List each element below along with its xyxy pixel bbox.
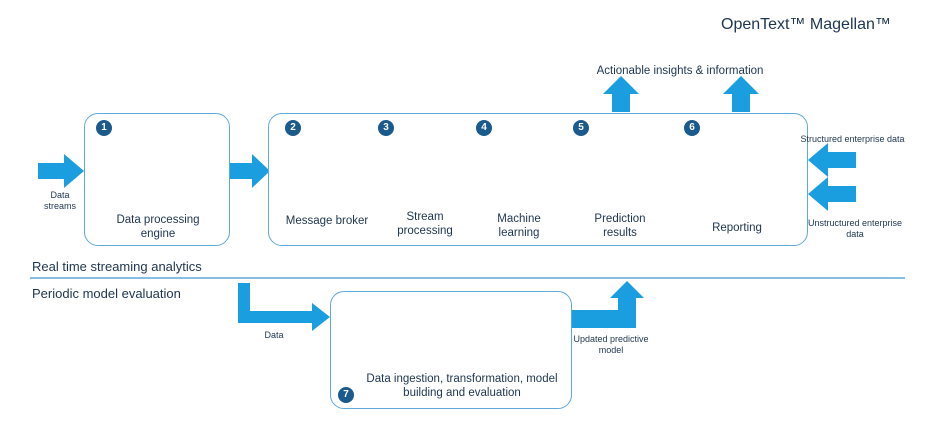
step-label-data-processing-engine: Data processing engine: [116, 214, 200, 240]
step-badge: 5: [573, 120, 589, 136]
step-label-message-broker: Message broker: [285, 215, 369, 227]
step-label-prediction-results: Prediction results: [594, 213, 646, 239]
periodic-section-label: Periodic model evaluation: [32, 286, 181, 301]
actionable-insights-label: Actionable insights & information: [596, 65, 764, 77]
step-badge: 4: [476, 120, 492, 136]
step-label-stream-processing: Stream processing: [397, 211, 453, 237]
data-label: Data: [264, 330, 284, 340]
unstructured-data-arrow: [808, 177, 856, 211]
step-badge: 3: [378, 120, 394, 136]
insights-arrow-right: [723, 76, 759, 112]
unstructured-data-label: Unstructured enterprise data: [807, 218, 903, 239]
updated-model-label: Updated predictive model: [573, 334, 649, 355]
step-label-machine-learning: Machine learning: [497, 213, 541, 239]
brand-title: OpenText™ Magellan™: [721, 16, 891, 33]
data-processing-engine-box: [84, 113, 230, 246]
engine-to-broker-arrow: [230, 154, 270, 188]
insights-arrow-left: [603, 76, 639, 112]
data-streams-label: Data streams: [43, 190, 76, 211]
step-label-reporting: Reporting: [712, 222, 762, 234]
structured-data-arrow: [808, 143, 856, 177]
updated-model-arrow: [570, 281, 644, 328]
step-badge: 6: [684, 120, 700, 136]
step-label-data-ingestion: Data ingestion, transformation, model bu…: [366, 373, 558, 399]
step-badge: 7: [338, 387, 354, 403]
realtime-section-label: Real time streaming analytics: [32, 259, 202, 274]
data-to-ingestion-arrow: [238, 283, 330, 331]
step-badge: 1: [96, 120, 112, 136]
data-streams-arrow: [38, 154, 84, 188]
structured-data-label: Structured enterprise data: [800, 134, 905, 144]
streaming-analytics-box: [268, 113, 808, 246]
model-evaluation-box: [330, 291, 572, 409]
step-badge: 2: [285, 120, 301, 136]
